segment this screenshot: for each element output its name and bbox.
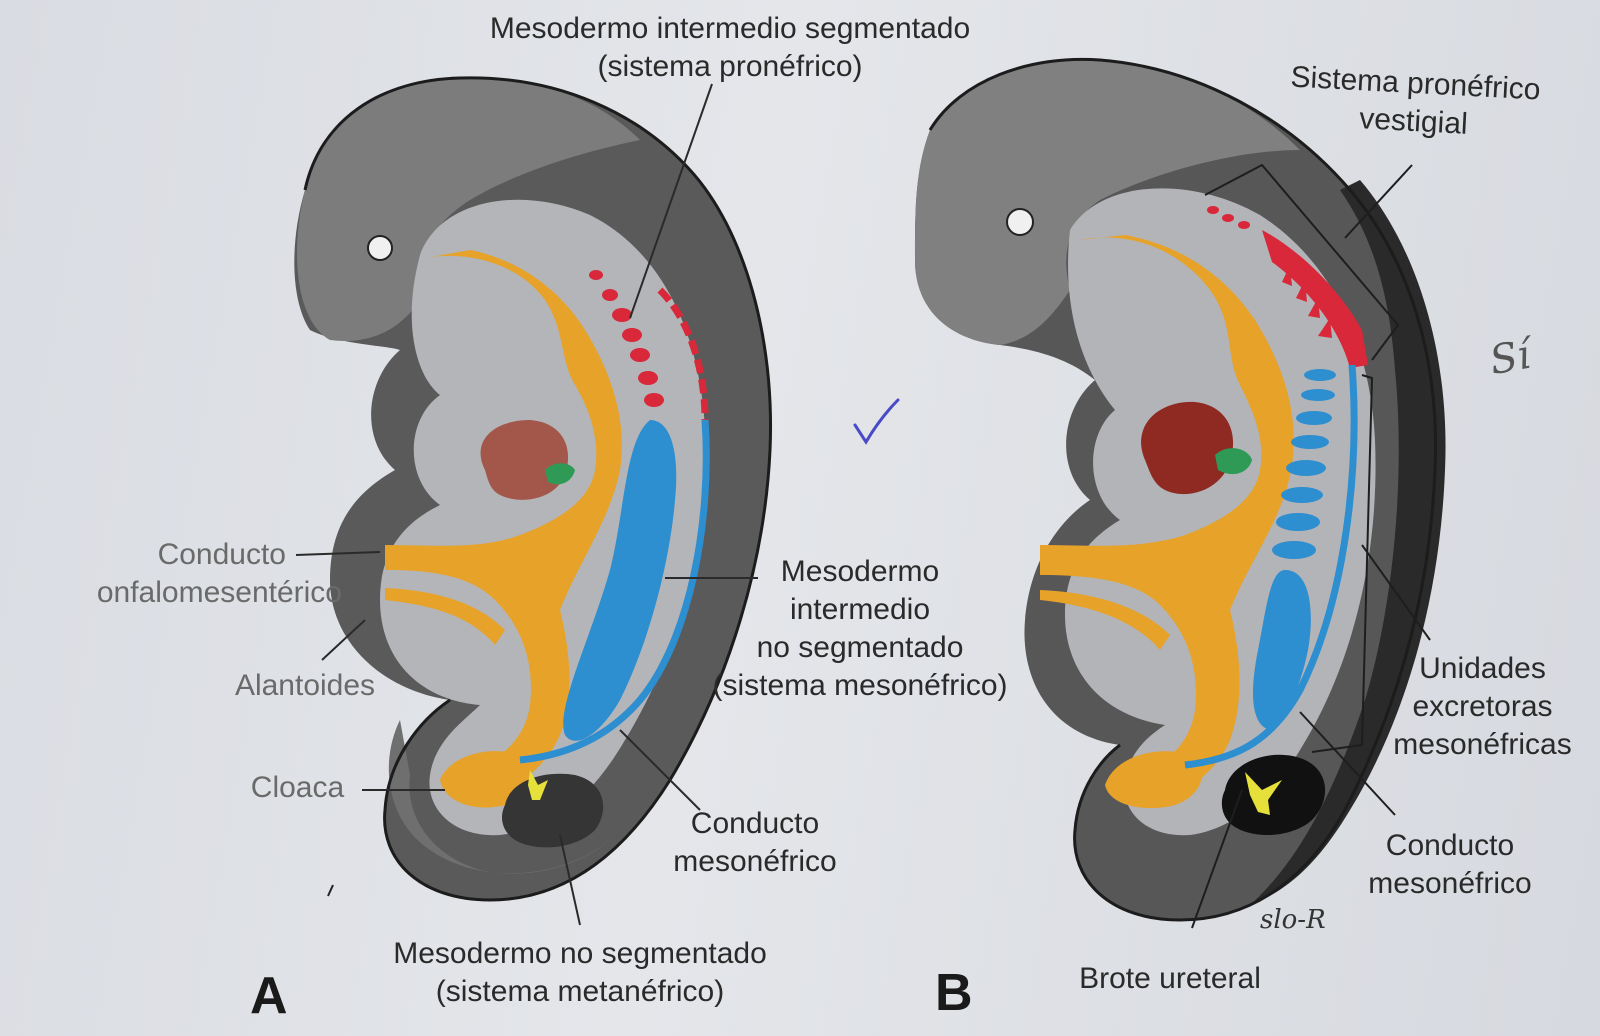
label-mesonephric-duct-b-line2: mesonéfrico [1368, 867, 1532, 900]
label-cloaca-text: Cloaca [250, 771, 345, 804]
embryo-b-leaders [1191, 163, 1431, 929]
panel-letter-a: A [250, 967, 288, 1025]
embryo-b-head [915, 59, 1300, 346]
label-intermediate-segmented-line1: Mesodermo intermedio segmentado [489, 12, 971, 45]
embryo-a-pronephros [589, 270, 709, 421]
label-excretory-units-line3: mesonéfricas [1393, 728, 1572, 761]
embryo-a-mesonephric-duct [519, 419, 710, 764]
embryo-b-outer-rim [1250, 180, 1446, 905]
embryo-a-ureteric-bud [528, 770, 548, 800]
embryo-b-allantois-gut [1040, 590, 1170, 650]
embryo-b-mesonephric-duct [1184, 364, 1358, 769]
embryo-a-leaders [295, 83, 758, 926]
embryo-b-gut [1040, 235, 1294, 805]
embryo-a-eye [367, 235, 393, 261]
label-vestigial-pronephric: Sistema pronéfrico vestigial [1280, 58, 1549, 148]
panel-letter-b: B [935, 964, 973, 1022]
embryo-a-metanephros [502, 773, 604, 848]
embryo-b-ureteric-bud [1245, 772, 1282, 815]
label-mesonephric-duct-a: Conducto mesonéfrico [655, 805, 855, 881]
label-allantois-text: Alantoides [234, 669, 376, 702]
signature: slo-R [1260, 905, 1326, 935]
embryo-b-outline [928, 57, 1438, 922]
label-omphalomesenteric: Conducto onfalomesentérico [70, 536, 342, 612]
label-unsegmented-mesoderm-line1: Mesodermo no segmentado [393, 937, 767, 970]
label-cloaca: Cloaca [240, 769, 355, 807]
label-ureteric-bud: Brote ureteral [1050, 960, 1290, 998]
embryo-b-eye [1006, 208, 1034, 236]
label-unsegmented-mesoderm-line2: (sistema metanéfrico) [435, 975, 725, 1008]
embryo-b-heart [1141, 401, 1234, 495]
embryo-a-mesonephros [563, 420, 677, 741]
label-mesonephric-duct-a-line2: mesonéfrico [673, 845, 837, 878]
label-omphalomesenteric-line1: Conducto [157, 538, 286, 571]
embryo-b-cloaca [1105, 751, 1202, 809]
pen-mark [327, 884, 334, 897]
embryo-a-liver-bud [545, 463, 575, 485]
embryo-b-pronephros [1207, 206, 1368, 368]
embryo-a-heart [480, 420, 569, 500]
check-mark-icon [853, 398, 900, 445]
label-ureteric-bud-text: Brote ureteral [1079, 962, 1261, 995]
label-unsegmented-intermediate-line1: Mesodermo [780, 555, 940, 588]
embryo-a-cloaca [440, 751, 532, 808]
margin-note: Sí [1486, 331, 1534, 385]
embryo-a-gut [385, 250, 622, 800]
label-allantois: Alantoides [225, 667, 385, 705]
label-unsegmented-intermediate-line3: no segmentado [756, 631, 964, 664]
label-unsegmented-mesoderm: Mesodermo no segmentado (sistema metanéf… [355, 935, 805, 1011]
embryo-b [915, 57, 1446, 929]
label-excretory-units: Unidades excretoras mesonéfricas [1375, 650, 1590, 764]
label-unsegmented-intermediate: Mesodermo intermedio no segmentado (sist… [690, 553, 1030, 705]
embryo-a-head [297, 77, 640, 341]
label-unsegmented-intermediate-line2: intermedio [789, 593, 931, 626]
label-intermediate-segmented: Mesodermo intermedio segmentado (sistema… [470, 10, 990, 86]
label-mesonephric-duct-a-line1: Conducto [690, 807, 820, 840]
embryo-a [294, 76, 773, 926]
label-intermediate-segmented-line2: (sistema pronéfrico) [597, 50, 863, 83]
embryo-b-liver-bud [1215, 448, 1252, 475]
label-unsegmented-intermediate-line4: (sistema mesonéfrico) [712, 669, 1008, 702]
label-mesonephric-duct-b: Conducto mesonéfrico [1350, 827, 1550, 903]
label-mesonephric-duct-b-line1: Conducto [1385, 829, 1515, 862]
label-excretory-units-line1: Unidades [1419, 652, 1546, 685]
embryo-a-outline [303, 76, 773, 902]
label-excretory-units-line2: excretoras [1412, 690, 1553, 723]
label-omphalomesenteric-line2: onfalomesentérico [96, 576, 342, 609]
embryo-a-allantois-gut [385, 588, 505, 645]
